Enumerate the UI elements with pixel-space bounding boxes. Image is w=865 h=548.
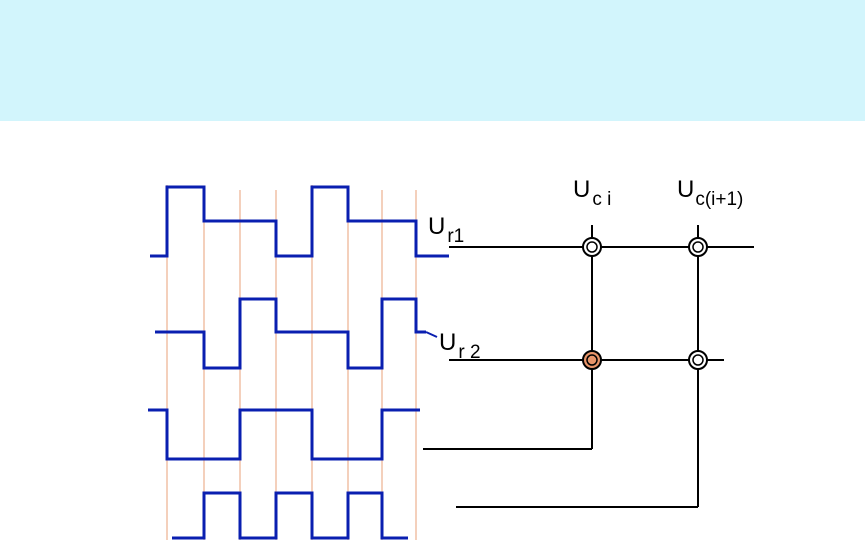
label-ur2-leader bbox=[425, 331, 438, 338]
node-uci-ur1 bbox=[582, 237, 602, 257]
waveform-ur2 bbox=[155, 297, 426, 370]
waveform-ur1 bbox=[150, 185, 449, 258]
node-inner-ring bbox=[586, 354, 598, 366]
waveform-row4 bbox=[172, 491, 408, 540]
header-band bbox=[0, 0, 865, 121]
node-uci1-ur2 bbox=[688, 350, 708, 370]
node-inner-ring bbox=[692, 354, 704, 366]
label-uci1: Uc(i+1) bbox=[677, 176, 743, 210]
node-inner-ring bbox=[692, 241, 704, 253]
node-uci-ur2-active bbox=[582, 350, 602, 370]
node-inner-ring bbox=[586, 241, 598, 253]
node-uci1-ur1 bbox=[688, 237, 708, 257]
waveform-row3 bbox=[148, 408, 420, 461]
